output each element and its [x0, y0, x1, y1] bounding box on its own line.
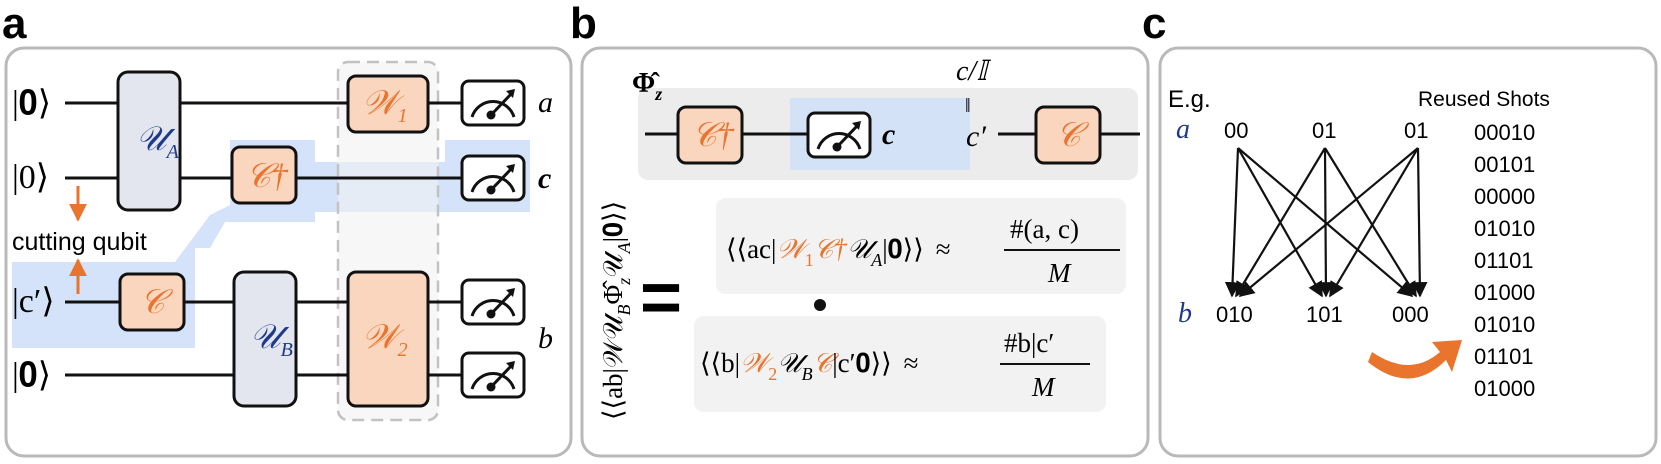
panel-b-frame [580, 46, 1150, 458]
eq1-denominator: M [1047, 258, 1072, 288]
row-b-label: b [1178, 298, 1192, 329]
eq2-denominator: M [1031, 372, 1056, 402]
curved-arrow-icon [1368, 340, 1462, 379]
arrow-4 [1235, 147, 1326, 298]
gate-c-dagger-label: 𝒞† [246, 158, 289, 195]
cut-bottom-label: c′ [966, 120, 986, 153]
a-value-1: 00 [1224, 118, 1248, 143]
eq2-box [694, 316, 1106, 412]
arrow-1 [1224, 147, 1241, 298]
reused-shot: 01101 [1474, 344, 1534, 369]
reused-shot: 01010 [1474, 312, 1535, 337]
arrow-5 [1318, 147, 1334, 298]
b-value-3: 000 [1392, 302, 1429, 327]
reused-shot: 01000 [1474, 376, 1535, 401]
cut-eq-label: ‖ [965, 95, 971, 117]
phi-label: Φ̂z [632, 68, 662, 104]
gate-ub [232, 270, 298, 408]
panel-c-frame [1158, 46, 1658, 458]
mapping-arrows [1224, 147, 1428, 298]
vertical-expression: ⟨⟨ab|𝒲𝒰BΦ̂z𝒰A|𝟎⟩⟩ [598, 201, 634, 420]
gate-b-c [1034, 105, 1102, 165]
meter-icon-b1 [460, 278, 526, 326]
arrow-6 [1324, 147, 1417, 298]
panel-c: c E.g. Reused Shots a b 00 01 01 010 101… [1142, 0, 1658, 458]
arrow-9 [1412, 147, 1428, 298]
gate-b-c-dagger [676, 105, 744, 165]
reused-shot: 01010 [1474, 216, 1535, 241]
input-ket-3: |c′⟩ [12, 283, 55, 320]
b-value-2: 101 [1306, 302, 1343, 327]
meter-icon-b2 [460, 351, 526, 399]
eq2-expression: ⟨⟨b|𝒲2𝒰B𝒞|c′𝟎⟩⟩≈ [700, 348, 918, 384]
eq1-expression: ⟨⟨ac|𝒲1𝒞†𝒰A|𝟎⟩⟩≈ [726, 234, 951, 270]
output-label-c: c [538, 162, 551, 195]
panel-b-letter: b [570, 0, 597, 48]
reused-shot: 00000 [1474, 184, 1535, 209]
panel-b: b Φ̂z 𝒞† c c/𝕀 ‖ c′ 𝒞 ⟨⟨ab|𝒲𝒰BΦ̂z𝒰A|𝟎⟩⟩ … [570, 0, 1150, 458]
cut-top-label: c/𝕀 [956, 56, 991, 87]
meter-icon-a [460, 79, 526, 127]
arrow-8 [1329, 147, 1419, 298]
a-value-2: 01 [1312, 118, 1336, 143]
gate-c [118, 272, 186, 332]
output-label-a: a [538, 86, 553, 119]
eg-label: E.g. [1168, 86, 1211, 113]
reused-shot: 00101 [1474, 152, 1535, 177]
gate-w2 [346, 270, 430, 408]
input-ket-2: |0⟩ [12, 159, 49, 196]
output-label-b: b [538, 322, 553, 355]
meas-out-c: c [882, 118, 895, 151]
gate-w1 [346, 74, 430, 134]
gate-b-c-dagger-label: 𝒞† [692, 117, 735, 154]
reused-shots-list: 00010 00101 00000 01010 01101 01000 0101… [1474, 120, 1535, 401]
eq2-numerator: #b|c′ [1004, 328, 1054, 358]
reused-shot: 01000 [1474, 280, 1535, 305]
a-value-3: 01 [1404, 118, 1428, 143]
b-value-1: 010 [1216, 302, 1253, 327]
meter-icon-c [460, 154, 526, 202]
arrow-7 [1238, 147, 1419, 297]
cutting-qubit-label: cutting qubit [12, 228, 147, 256]
panel-a-letter: a [2, 0, 27, 48]
reused-shots-title: Reused Shots [1418, 88, 1550, 111]
eq1-numerator: #(a, c) [1010, 214, 1079, 244]
eq1-box [716, 198, 1126, 294]
panel-c-letter: c [1142, 0, 1166, 48]
row-a-label: a [1176, 114, 1190, 145]
input-ket-4: |𝟎⟩ [12, 357, 51, 394]
equals-sign: = [640, 258, 682, 338]
input-ket-1: |𝟎⟩ [12, 85, 51, 122]
gate-c-dagger [230, 145, 298, 205]
panel-a: a |𝟎⟩ |0⟩ |c′⟩ |𝟎⟩ 𝒰A 𝒲1 𝒞† 𝒞 𝒰B [2, 0, 573, 458]
meter-icon-b [806, 111, 872, 159]
multiply-dot [814, 299, 826, 311]
panel-a-frame [4, 46, 573, 458]
reused-shot: 00010 [1474, 120, 1535, 145]
reused-shot: 01101 [1474, 248, 1534, 273]
gate-ua [116, 70, 182, 212]
